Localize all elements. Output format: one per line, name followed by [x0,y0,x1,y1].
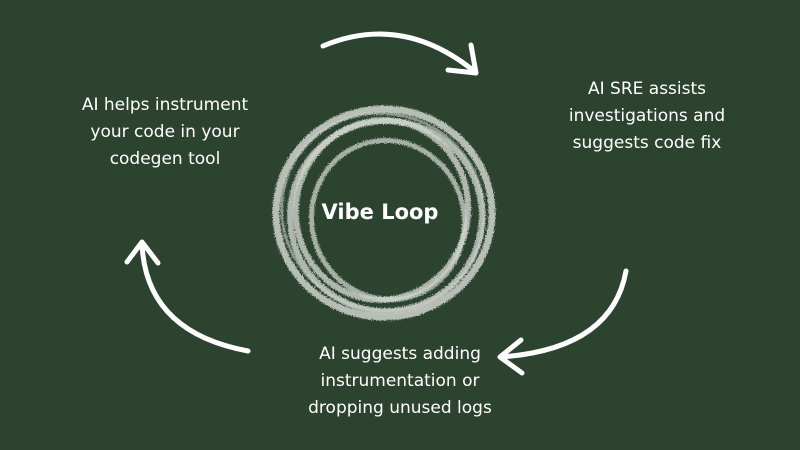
step-sre-investigation: AI SRE assists investigations and sugges… [552,76,742,157]
diagram-title: Vibe Loop [321,200,439,224]
step-line: investigations and [568,106,726,126]
curved-arrow-up-icon [124,239,251,354]
step-line: dropping unused logs [308,398,492,418]
step-suggest-instrumentation: AI suggests adding instrumentation or dr… [277,341,523,422]
step-line: AI SRE assists [587,79,707,99]
step-instrument-code: AI helps instrument your code in your co… [70,92,260,173]
step-line: suggests code fix [572,133,722,153]
step-line: your code in your [90,122,240,142]
curved-arrow-down-left-icon [497,268,629,376]
step-line: codegen tool [109,149,221,169]
step-line: AI suggests adding [319,344,481,364]
curved-arrow-right-icon [320,31,479,76]
step-line: instrumentation or [320,371,480,391]
step-line: AI helps instrument [81,95,249,115]
chalk-circle-icon [272,105,496,321]
